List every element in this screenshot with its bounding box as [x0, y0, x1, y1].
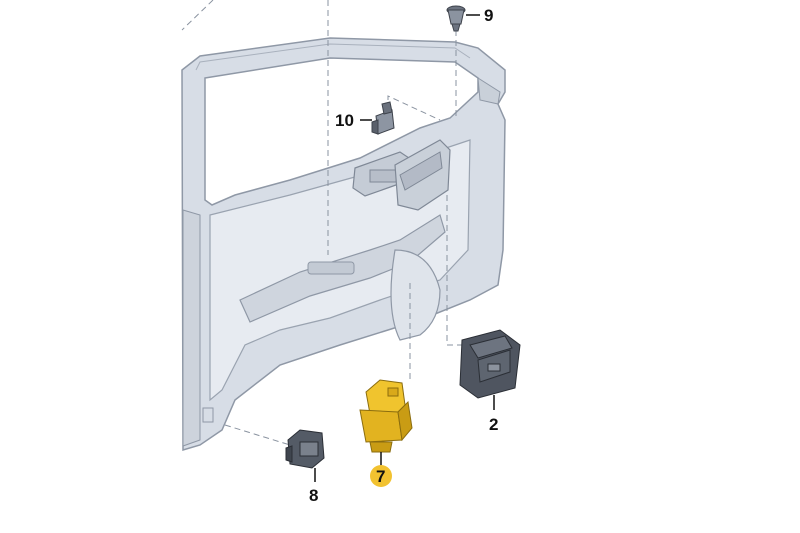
leader-lines: [181, 0, 462, 446]
door-trim-panel: [181, 37, 506, 452]
callout-8: 8: [309, 486, 318, 505]
callout-7-badge: 7: [370, 465, 392, 487]
callout-7: 7: [376, 467, 385, 486]
callout-9: 9: [484, 6, 493, 25]
window-switch-part-2: [459, 329, 521, 410]
callout-10: 10: [335, 111, 354, 130]
leader-8: [224, 424, 291, 446]
leader-top-left: [181, 0, 214, 31]
switch-part-8: [285, 429, 325, 482]
bracket-part-10: [360, 101, 395, 135]
leader-10: [387, 95, 441, 121]
callout-2: 2: [489, 415, 498, 434]
clip-part-9: [446, 5, 480, 32]
highlighted-switch-part-7: [359, 379, 413, 466]
leader-2: [446, 195, 462, 346]
